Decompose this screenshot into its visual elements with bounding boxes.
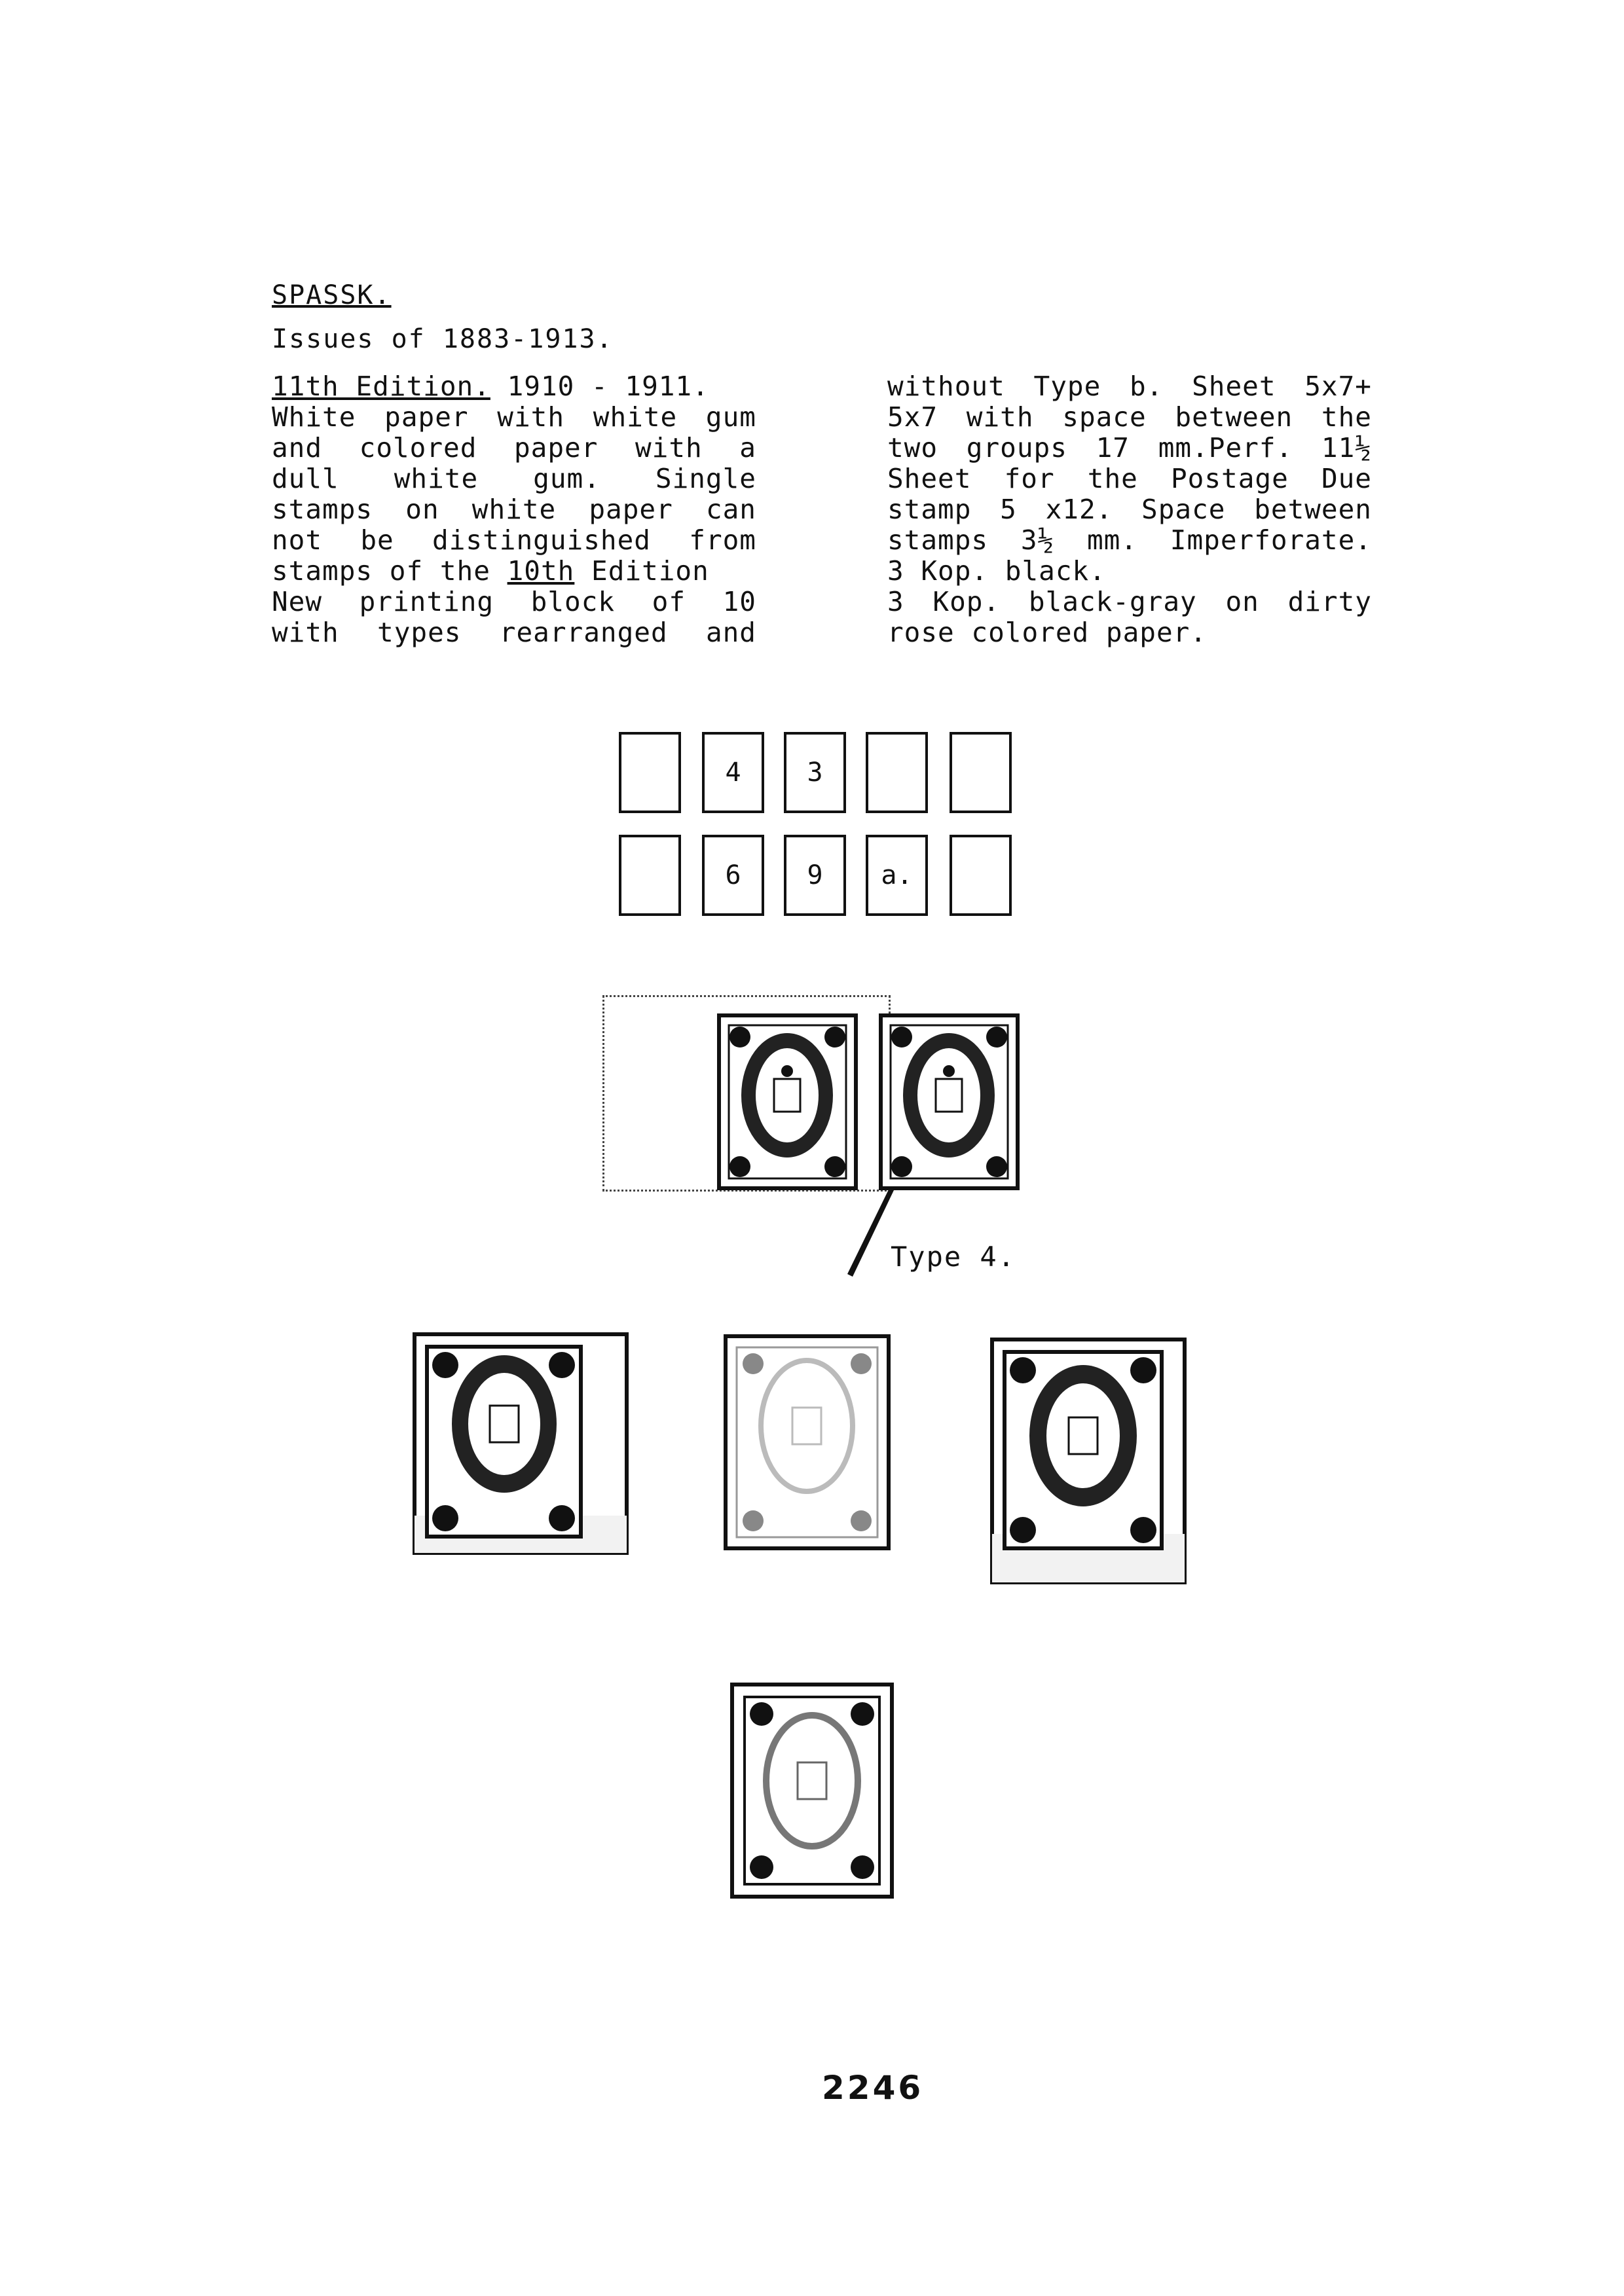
block-cell: 3	[784, 732, 846, 813]
stamp-image	[990, 1338, 1187, 1584]
block-cell	[619, 835, 681, 916]
underlined-fragment: 10th	[507, 555, 575, 587]
text-line: stamps 3½ mm. Imperforate.	[887, 524, 1372, 556]
page-subtitle: Issues of 1883-1913.	[272, 324, 614, 354]
page-title: SPASSK.	[272, 280, 392, 310]
text-line: 3 Kop. black-gray on dirty	[887, 586, 1372, 617]
block-cell: 9	[784, 835, 846, 916]
right-text-column: without Type b. Sheet 5x7+ 5x7 with spac…	[887, 371, 1372, 648]
stamp-image	[879, 1013, 1020, 1190]
text-line: White paper with white gum	[272, 401, 756, 433]
text-line: with types rearranged and	[272, 617, 756, 648]
text-line: 5x7 with space between the	[887, 401, 1372, 433]
text-line: dull white gum. Single	[272, 463, 756, 494]
edition-dates: 1910 - 1911.	[490, 371, 709, 402]
text-line: 3 Kop. black.	[887, 555, 1106, 587]
block-cell: 6	[702, 835, 764, 916]
pointer-line	[847, 1188, 894, 1277]
text-line: rose colored paper.	[887, 617, 1207, 648]
text-line: stamps on white paper can	[272, 494, 756, 525]
text-line: not be distinguished from	[272, 524, 756, 556]
text-line-10th: stamps of the 10th Edition	[272, 556, 756, 587]
type-label: Type 4.	[891, 1241, 1016, 1273]
stamp-image	[730, 1683, 894, 1899]
block-cell	[619, 732, 681, 813]
block-cell	[866, 732, 928, 813]
stamp-image	[724, 1334, 891, 1550]
stamp-image	[413, 1332, 629, 1555]
block-cell	[950, 732, 1012, 813]
edition-title: 11th Edition.	[272, 371, 490, 402]
left-text-column: 11th Edition. 1910 - 1911. White paper w…	[272, 371, 756, 648]
text-fragment: Edition	[574, 555, 709, 587]
text-fragment: stamps of the	[272, 555, 507, 587]
text-line: stamp 5 x12. Space between	[887, 494, 1372, 525]
block-cell: a.	[866, 835, 928, 916]
stamp-image	[717, 1013, 858, 1190]
text-line: without Type b. Sheet 5x7+	[887, 371, 1372, 402]
edition-line: 11th Edition. 1910 - 1911.	[272, 371, 756, 402]
text-line: two groups 17 mm.Perf. 11½	[887, 432, 1372, 464]
text-line: and colored paper with a	[272, 432, 756, 464]
page-number: 2246	[822, 2069, 924, 2107]
text-line: New printing block of 10	[272, 586, 756, 617]
text-line: Sheet for the Postage Due	[887, 463, 1372, 494]
block-cell: 4	[702, 732, 764, 813]
block-cell	[950, 835, 1012, 916]
